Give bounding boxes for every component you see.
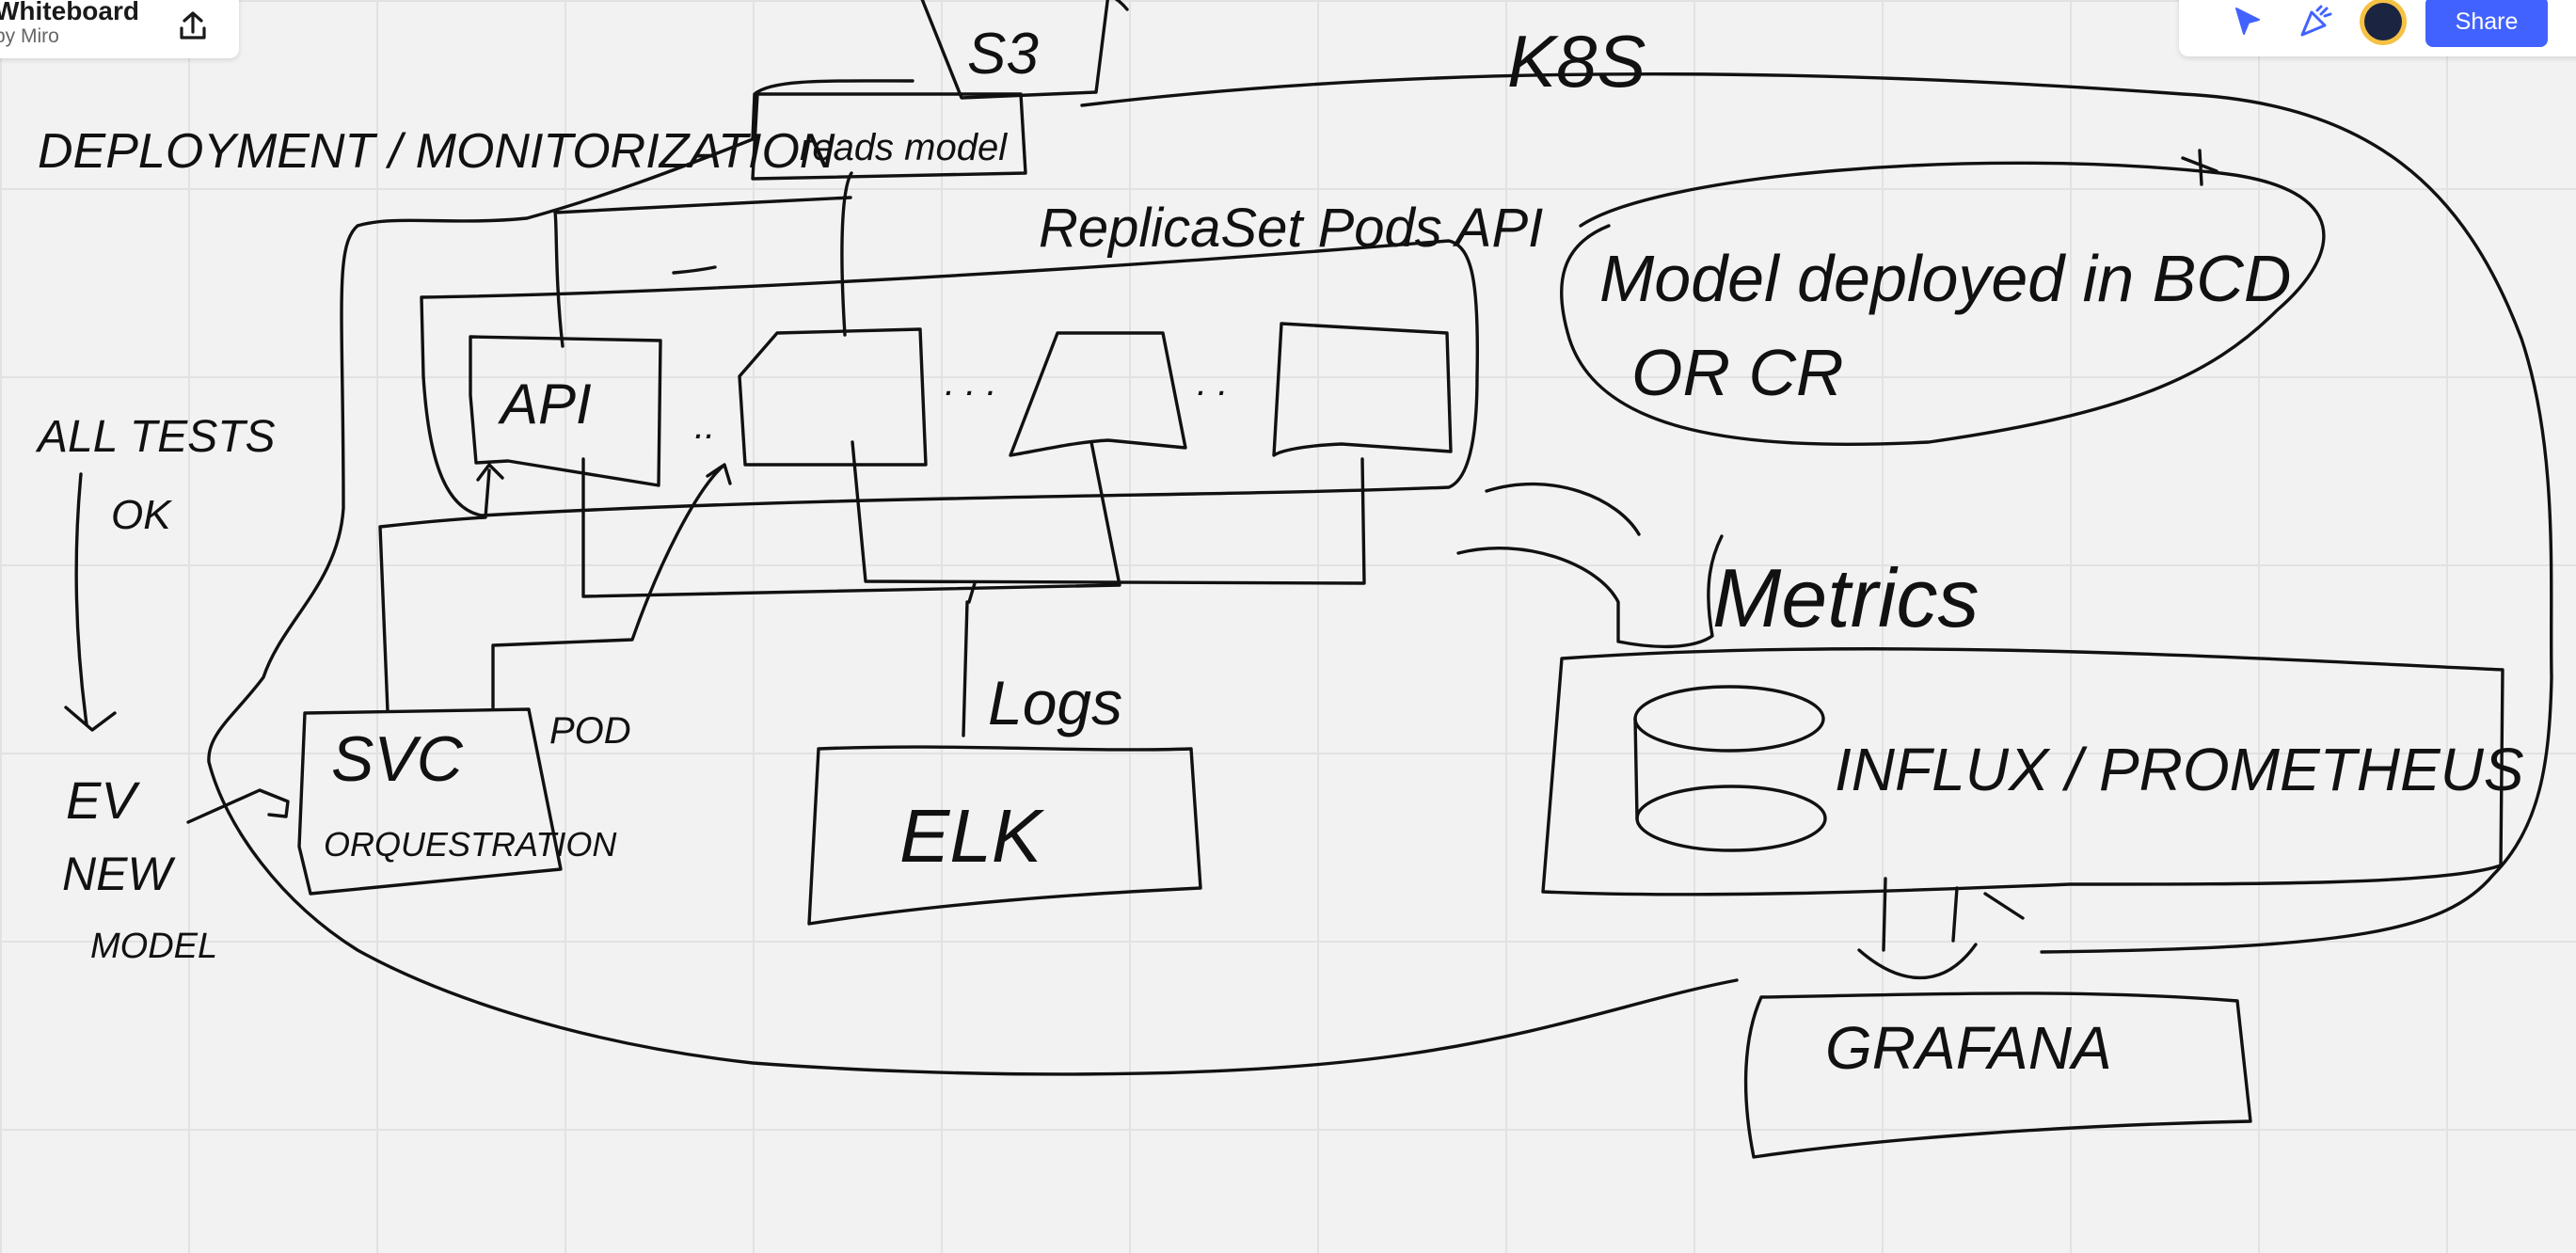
pod-label: POD — [549, 710, 631, 752]
k8s-cluster-outline-right[interactable] — [1080, 72, 2553, 954]
k8s-cluster-outline[interactable] — [207, 79, 1739, 1076]
pod-api-box[interactable] — [469, 335, 662, 487]
ev-label: EV — [66, 770, 140, 830]
share-button[interactable]: Share — [2425, 0, 2548, 47]
database-icon-top — [1633, 685, 1825, 753]
replicaset-top-connector — [672, 265, 717, 275]
svc-box[interactable] — [297, 707, 563, 896]
model-deployed-line1: Model deployed in BCD — [1599, 242, 2291, 315]
board-subtitle: by Miro — [0, 25, 59, 47]
s3-bucket-shape[interactable] — [920, 0, 1129, 100]
orquestration-label: ORQUESTRATION — [324, 825, 617, 864]
ok-label: OK — [111, 492, 172, 538]
pod-3-box[interactable] — [1009, 331, 1187, 457]
board-title[interactable]: Whiteboard — [0, 0, 139, 25]
logs-line — [962, 600, 969, 738]
svc-to-api-connector — [378, 463, 504, 713]
pod-api-label: API — [498, 373, 592, 436]
pod-2-box[interactable] — [738, 327, 928, 467]
database-icon-bottom — [1635, 785, 1827, 852]
reactions-icon — [2300, 5, 2332, 37]
metrics-arrow-upper — [1485, 482, 1641, 536]
replicaset-label: ReplicaSet Pods API — [1039, 198, 1543, 259]
replicaset-group[interactable] — [420, 239, 1479, 517]
new-label: NEW — [62, 848, 176, 900]
pods-ellipsis-2: . . . — [945, 362, 997, 404]
model-deployed-ellipse[interactable] — [1559, 161, 2326, 446]
elk-label: ELK — [899, 794, 1045, 878]
new-model-to-svc-arrow — [186, 788, 290, 824]
database-icon-side — [1633, 717, 1639, 820]
reads-model-box[interactable] — [751, 92, 1027, 181]
influx-box[interactable] — [1541, 647, 2504, 896]
elk-box[interactable] — [807, 745, 1202, 926]
svc-to-pod2-connector — [491, 463, 732, 709]
tests-to-ev-arrow — [64, 472, 117, 732]
grafana-label: GRAFANA — [1825, 1014, 2112, 1082]
influx-to-grafana-lines — [1857, 877, 2025, 980]
model-deployed-line2: OR CR — [1631, 336, 1844, 409]
star-mark — [2181, 149, 2218, 186]
api-feed-line — [553, 196, 852, 348]
reads-model-arrow — [840, 171, 853, 337]
reactions-button[interactable] — [2292, 0, 2339, 45]
cursor-tool-button[interactable] — [2224, 0, 2271, 45]
board-title-block: Whiteboard by Miro — [0, 0, 139, 48]
model-label: MODEL — [90, 927, 217, 966]
collaboration-toolbar: Share — [2179, 0, 2576, 56]
deployment-title: DEPLOYMENT / MONITORIZATION — [38, 124, 835, 179]
avatar-image — [2364, 3, 2402, 40]
s3-label: S3 — [967, 22, 1039, 87]
metrics-label: Metrics — [1712, 551, 1980, 644]
metrics-arrow-lower — [1456, 534, 1724, 649]
pods-ellipsis-3: . . — [1197, 362, 1228, 404]
pods-ellipsis-1: .. — [694, 405, 715, 447]
grafana-box[interactable] — [1743, 991, 2252, 1159]
pod-log-lines — [581, 440, 1366, 604]
all-tests-label: ALL TESTS — [35, 412, 276, 462]
svc-label: SVC — [331, 723, 464, 795]
cursor-icon — [2235, 8, 2260, 35]
export-button[interactable] — [169, 4, 216, 47]
logs-label: Logs — [988, 668, 1122, 738]
board-title-panel: Whiteboard by Miro — [0, 0, 239, 58]
user-avatar[interactable] — [2360, 0, 2407, 45]
reads-model-label: reads model — [800, 127, 1008, 168]
k8s-label: K8S — [1507, 20, 1646, 103]
influx-label: INFLUX / PROMETHEUS — [1835, 736, 2524, 803]
upload-icon — [180, 11, 206, 40]
pod-4-box[interactable] — [1272, 322, 1453, 457]
